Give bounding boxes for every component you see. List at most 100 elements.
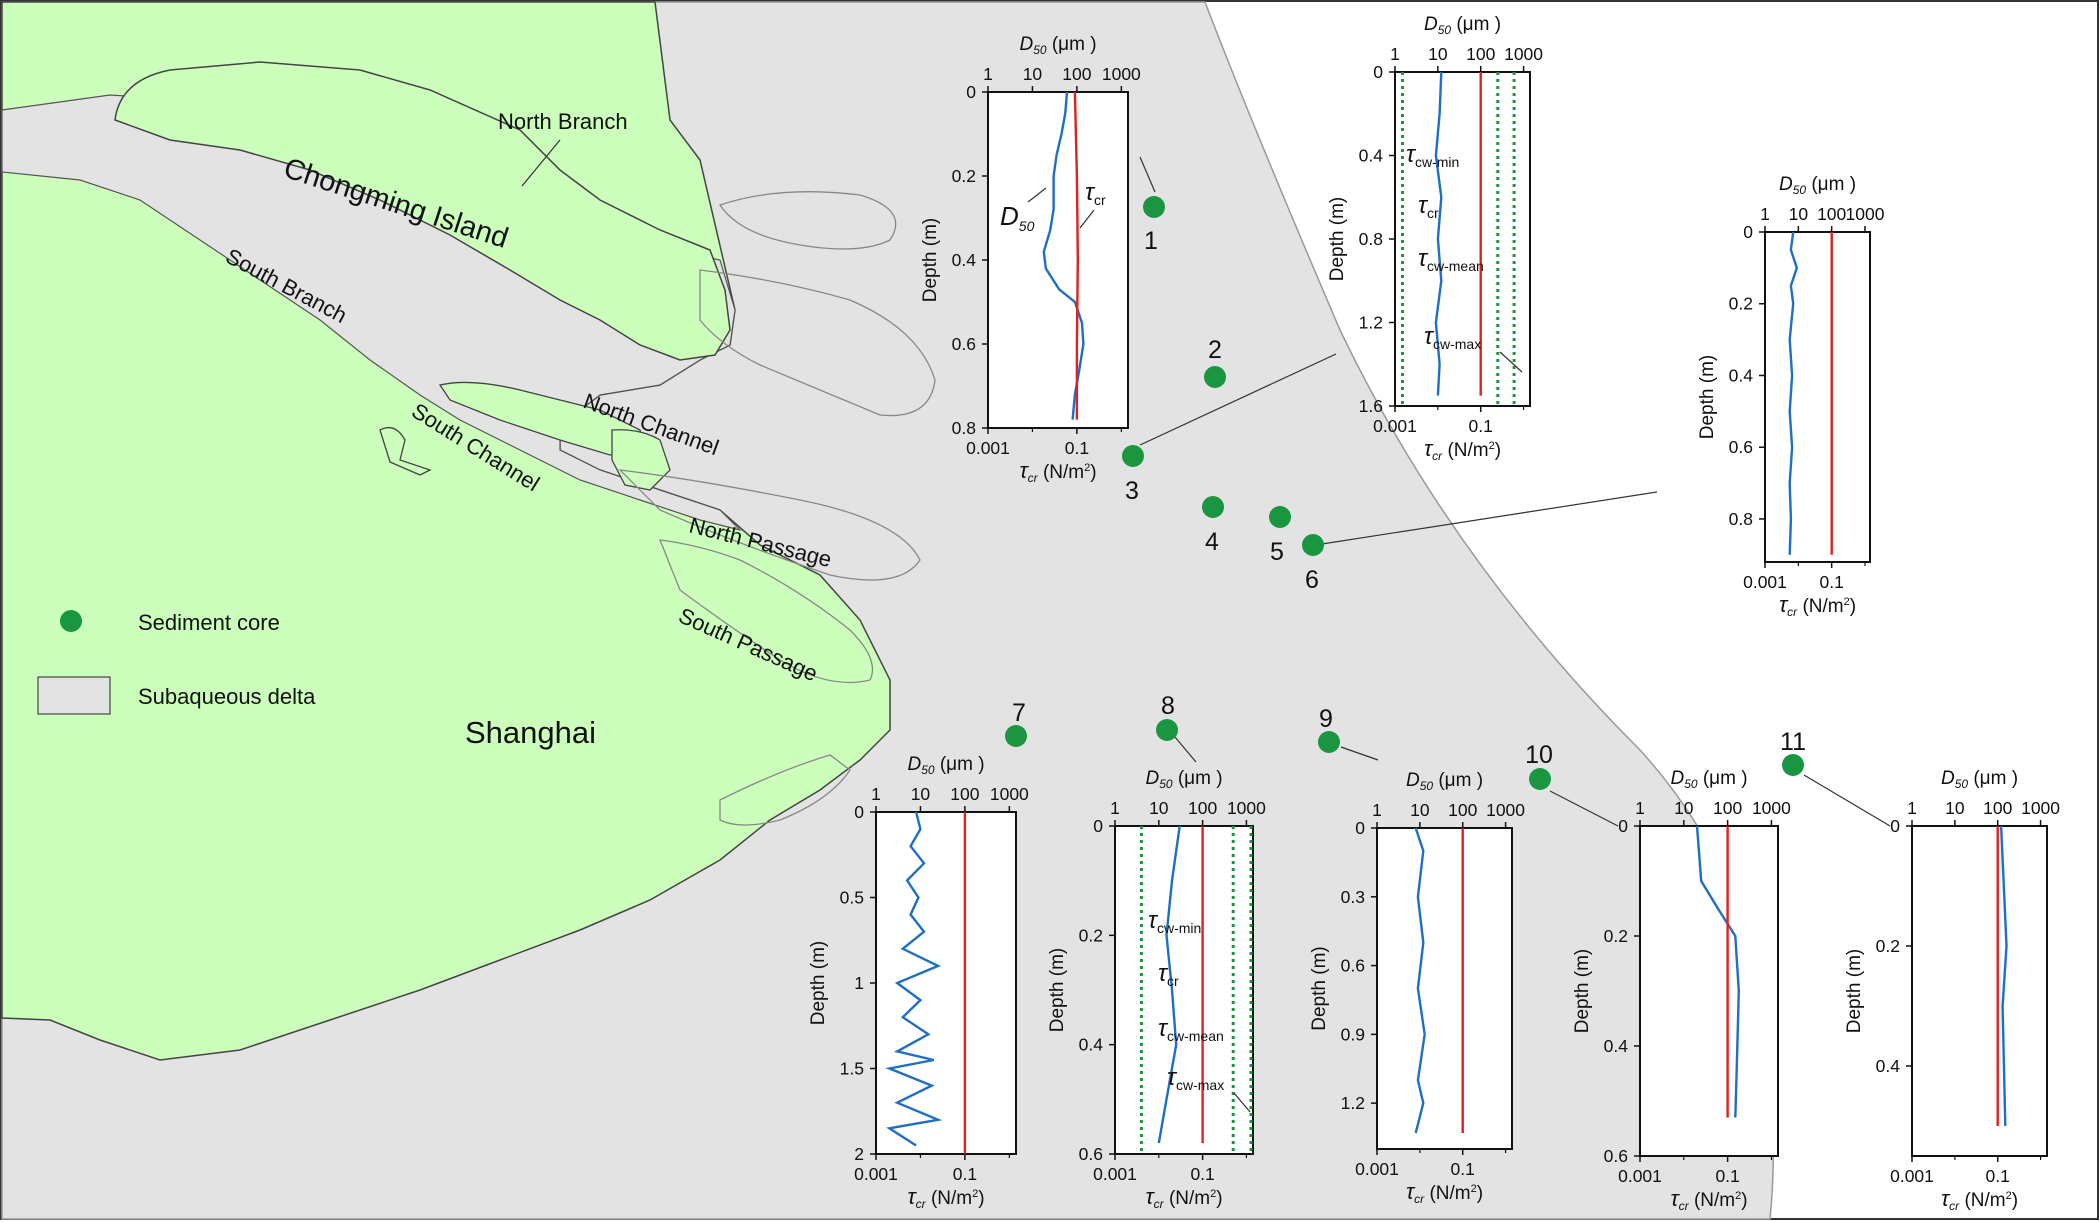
top-tick-label: 1000 (1752, 798, 1791, 818)
top-tick-label: 1000 (1846, 204, 1885, 224)
bottom-tick-label: 0.1 (1820, 572, 1844, 592)
y-tick-label: 0.6 (1079, 1144, 1103, 1164)
top-tick-label: 100 (1983, 798, 2012, 818)
core-number-1: 1 (1144, 227, 1158, 255)
series-10-d50 (1695, 825, 1741, 1118)
bottom-tick-label: 0.1 (1715, 1166, 1739, 1186)
y-tick-label: 0.4 (1729, 365, 1754, 385)
bottom-tick-label: 0.1 (1065, 438, 1089, 458)
core-marker-10 (1529, 768, 1551, 790)
core-number-3: 3 (1125, 477, 1139, 505)
shoal-south-coast (719, 754, 851, 826)
leader-north-branch (521, 139, 561, 187)
core-marker-8 (1156, 719, 1178, 741)
y-tick-label: 0.4 (952, 250, 977, 270)
top-tick-label: 10 (1023, 64, 1043, 84)
depth-axis-title: Depth (m) (1697, 355, 1718, 439)
depth-axis-title: Depth (m) (1844, 949, 1865, 1033)
core-marker-6 (1302, 534, 1324, 556)
d50-axis-title: D50 (μm ) (1779, 174, 1856, 197)
y-tick-label: 2 (854, 1144, 864, 1164)
series-3-d50 (1434, 71, 1443, 396)
d50-axis-title: D50 (μm ) (1670, 768, 1747, 791)
y-tick-label: 0.2 (1729, 294, 1753, 314)
plot-area-1 (987, 91, 1129, 429)
top-tick-label: 1000 (1486, 800, 1525, 820)
y-tick-label: 0.2 (1876, 936, 1900, 956)
y-tick-label: 0.3 (1341, 887, 1365, 907)
tau-axis-title: τcr (N/m2) (1941, 1186, 2018, 1213)
leader-tau-cw-max-8 (1233, 1092, 1251, 1113)
bottom-tick-label: 0.1 (1469, 416, 1493, 436)
label-north-branch: North Branch (498, 109, 628, 134)
bottom-tick-label: 0.001 (1618, 1166, 1662, 1186)
top-tick-label: 1000 (1504, 44, 1543, 64)
annotation-tau-cr-3: τcr (1418, 192, 1439, 221)
annotation-tau-cr: τcr (1085, 179, 1106, 208)
top-tick-label: 1000 (1227, 798, 1266, 818)
top-tick-label: 1 (1372, 800, 1382, 820)
core-marker-2 (1204, 366, 1226, 388)
annotation-tau-cw-min-8: τcw-min (1148, 907, 1201, 936)
bottom-tick-label: 0.1 (1986, 1166, 2010, 1186)
y-tick-label: 0.8 (1729, 509, 1753, 529)
core-marker-5 (1269, 506, 1291, 528)
d50-axis-title: D50 (μm ) (1145, 768, 1222, 791)
y-tick-label: 0 (1890, 816, 1900, 836)
bottom-tick-label: 0.001 (1373, 416, 1417, 436)
y-tick-label: 0 (854, 802, 864, 822)
y-tick-label: 1.2 (1341, 1093, 1365, 1113)
shoal-middle (618, 469, 921, 581)
core-number-9: 9 (1319, 705, 1333, 733)
y-tick-label: 0 (1093, 816, 1103, 836)
annotation-tau-cr-8: τcr (1158, 960, 1179, 989)
y-tick-label: 0.8 (1359, 229, 1383, 249)
y-tick-label: 0 (1355, 818, 1365, 838)
d50-axis-title: D50 (μm ) (1019, 34, 1096, 57)
y-tick-label: 0 (1743, 222, 1753, 242)
leader-tau-cw-max (1499, 351, 1523, 373)
leader-d50 (1027, 187, 1047, 203)
series-11-d50 (1999, 825, 2008, 1127)
legend-delta-swatch (37, 676, 111, 715)
top-tick-label: 1 (1390, 44, 1400, 64)
tau-axis-title: τcr (N/m2) (1019, 458, 1096, 485)
d50-axis-title: D50 (μm ) (1424, 14, 1501, 37)
bottom-tick-label: 0.001 (966, 438, 1010, 458)
core-marker-4 (1202, 496, 1224, 518)
bottom-tick-label: 0.1 (953, 1164, 977, 1184)
top-tick-label: 10 (1789, 204, 1809, 224)
bottom-tick-label: 0.001 (1890, 1166, 1934, 1186)
shoal-south (658, 539, 874, 684)
d50-axis-title: D50 (μm ) (1941, 768, 2018, 791)
bottom-tick-label: 0.001 (1093, 1164, 1137, 1184)
y-tick-label: 0.8 (952, 418, 976, 438)
top-tick-label: 1 (1110, 798, 1120, 818)
shoal-north-channel (699, 269, 936, 417)
legend-core-marker (60, 610, 82, 632)
top-tick-label: 10 (1410, 800, 1430, 820)
leader-tau-cr (1079, 209, 1095, 229)
top-tick-label: 1 (1907, 798, 1917, 818)
y-tick-label: 0.2 (1079, 925, 1103, 945)
y-tick-label: 0 (1618, 816, 1628, 836)
plot-area-3 (1394, 71, 1531, 407)
y-tick-label: 0.6 (1341, 956, 1365, 976)
plot-area-6 (1764, 231, 1871, 563)
d50-axis-title: D50 (μm ) (907, 754, 984, 777)
y-tick-label: 0.2 (1604, 926, 1628, 946)
core-marker-3 (1122, 445, 1144, 467)
plot-area-11 (1911, 825, 2048, 1157)
core-marker-9 (1318, 731, 1340, 753)
small-spit (379, 426, 432, 476)
